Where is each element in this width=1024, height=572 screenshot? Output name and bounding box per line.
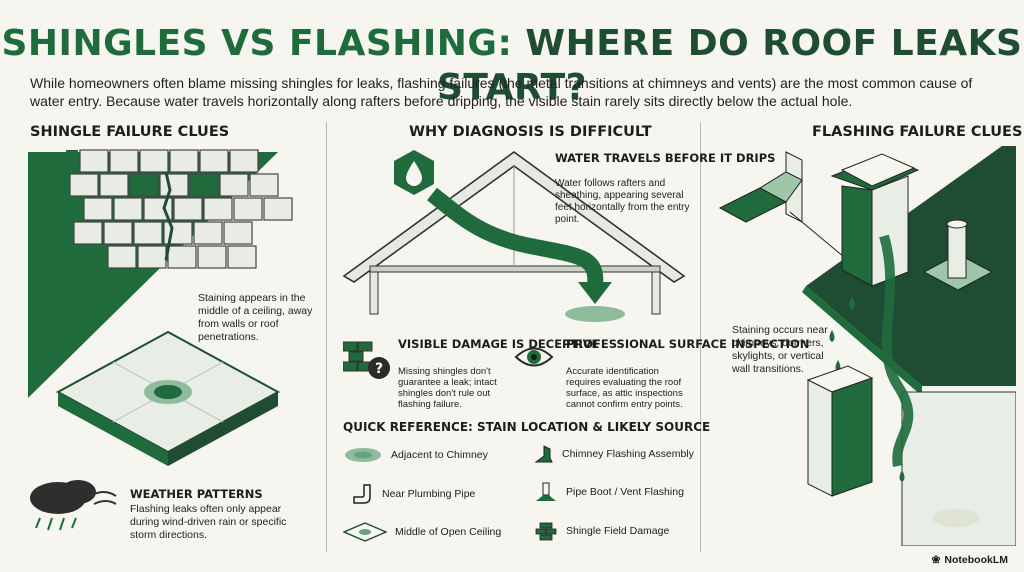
storm-cloud-icon [30,480,117,531]
reference-item-open-ceiling: Middle of Open Ceiling [343,522,501,542]
pipe-boot-icon [536,482,556,501]
intro-paragraph: While homeowners often blame missing shi… [30,75,973,109]
reference-item-chimney-flashing: Chimney Flashing Assembly [534,444,694,464]
water-travels-title: Water Travels Before It Drips [555,151,776,165]
left-illustration [28,149,293,531]
visible-damage-title: Visible Damage is Deceptive [398,337,600,351]
inspection-title: Professional Surface Inspection [566,337,810,351]
weather-patterns-title: Weather Patterns [130,487,263,501]
right-illustration [718,146,1016,546]
reference-label: Adjacent to Chimney [391,449,488,461]
shingle-question-icon: ? [343,341,390,379]
step-flashing-icon [718,151,851,263]
roof-slab [806,146,1016,386]
column-divider-left [326,122,327,552]
reference-label: Middle of Open Ceiling [395,526,502,538]
roof-diagram [342,150,686,322]
pipe-icon [353,484,371,504]
chimney-icon [830,153,920,287]
diagnosis-heading: Why Diagnosis is Difficult [409,124,652,140]
reference-label: Chimney Flashing Assembly [562,448,694,460]
chimney-flashing-icon [534,445,553,463]
page-title: Shingles vs Flashing: Where Do Roof Leak… [0,22,1024,110]
ceiling-stain-icon [55,330,281,466]
flashing-stain-note: Staining occurs near chimneys, dormers, … [732,324,828,375]
shingle-stack-icon [535,522,557,541]
inspection-text: Accurate identification requires evaluat… [566,366,683,410]
title-part-1: Shingles vs Flashing: [1,23,513,64]
reference-label: Near Plumbing Pipe [382,488,476,500]
brand-logo: ❀ NotebookLM [932,554,1008,566]
brand-name: NotebookLM [944,554,1008,566]
stain-icon [345,448,381,462]
shingle-grid-icon [56,149,293,269]
shingle-failure-heading: Shingle Failure Clues [30,124,230,140]
visible-damage-text: Missing shingles don't guarantee a leak;… [398,366,497,410]
reference-label: Shingle Field Damage [566,525,670,537]
brand-icon: ❀ [931,554,941,566]
ceiling-panel-icon [343,522,387,542]
reference-label: Pipe Boot / Vent Flashing [566,486,684,498]
reference-item-shingle-field: Shingle Field Damage [534,521,669,541]
reference-item-adjacent-chimney: Adjacent to Chimney [343,446,488,464]
vent-pipe-icon [922,219,994,291]
weather-patterns-text: Flashing leaks often only appear during … [130,503,287,541]
svg-text:?: ? [375,361,383,377]
title-part-2: Where Do Roof Leaks Start? [436,23,1023,108]
quick-reference-title: Quick Reference: Stain Location & Likely… [343,420,711,434]
eye-icon [514,347,554,367]
reference-item-pipe-boot: Pipe Boot / Vent Flashing [534,481,684,503]
water-drop-icon [394,150,434,195]
shingle-stain-note: Staining appears in the middle of a ceil… [198,292,313,343]
column-divider-right [700,122,701,552]
flashing-failure-heading: Flashing Failure Clues [812,124,1023,140]
water-travels-text: Water follows rafters and sheathing, app… [555,178,690,225]
reference-item-plumbing-pipe: Near Plumbing Pipe [350,483,475,505]
